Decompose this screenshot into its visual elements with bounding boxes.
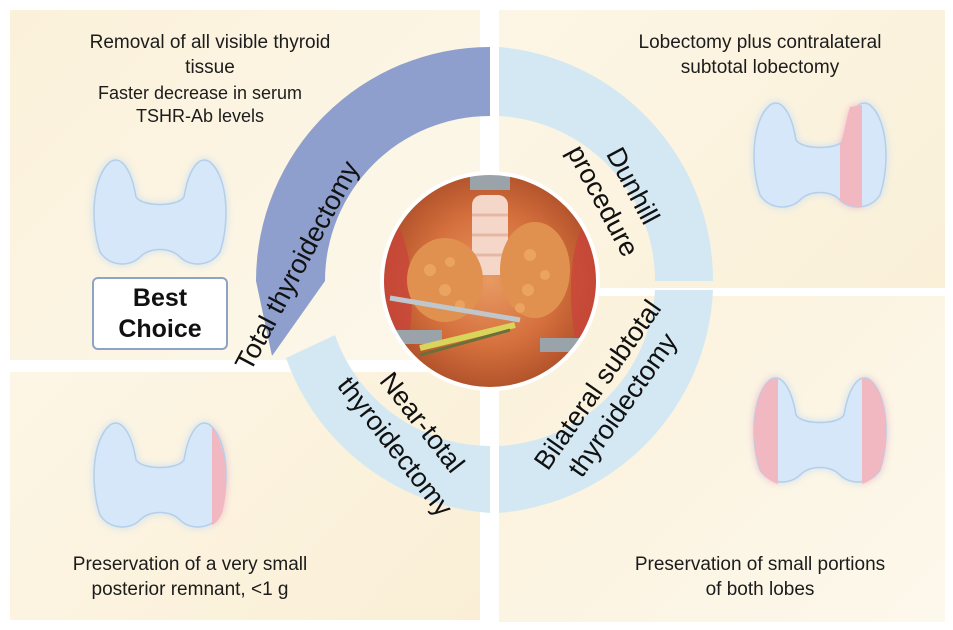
total-note-line2: TSHR-Ab levels [20, 104, 380, 128]
near-total-description-line1: Preservation of a very small [0, 553, 380, 577]
dunhill-description-line2: subtotal lobectomy [560, 56, 953, 80]
best-choice-line1: Best [133, 283, 187, 314]
best-choice-line2: Choice [118, 314, 201, 345]
total-note-line1: Faster decrease in serum [20, 81, 380, 105]
total-description-line2: tissue [20, 56, 400, 80]
thyroid-gland-icon [754, 103, 886, 207]
thyroid-gland-icon [94, 423, 226, 527]
dunhill-description-line1: Lobectomy plus contralateral [560, 31, 953, 55]
thyroid-gland-icon [754, 378, 886, 484]
best-choice-badge: Best Choice [92, 277, 228, 350]
bilateral-description-line2: of both lobes [560, 578, 953, 602]
near-total-description-line2: posterior remnant, <1 g [0, 578, 380, 602]
bilateral-description-line1: Preservation of small portions [560, 553, 953, 577]
thyroid-gland-icon [94, 160, 226, 264]
total-description-line1: Removal of all visible thyroid [20, 31, 400, 55]
